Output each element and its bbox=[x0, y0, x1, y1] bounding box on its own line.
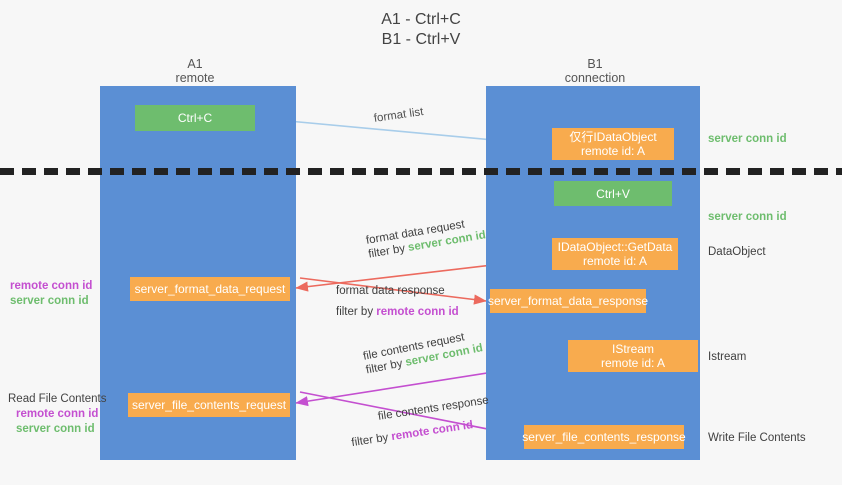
box-server-format-data-request-label: server_format_data_request bbox=[134, 282, 286, 296]
box-idataobject-top[interactable]: 仅行IDataObject remote id: A bbox=[552, 128, 674, 160]
diagram-title: A1 - Ctrl+C B1 - Ctrl+V bbox=[271, 10, 571, 50]
box-istream-line2: remote id: A bbox=[600, 356, 666, 370]
box-getdata-line2: remote id: A bbox=[582, 254, 648, 268]
box-server-file-contents-request-label: server_file_contents_request bbox=[131, 398, 287, 412]
box-ctrl-c-label: Ctrl+C bbox=[177, 111, 213, 125]
label-format-data-response-line1: format data response bbox=[336, 285, 445, 297]
arrow-format-data-response bbox=[299, 277, 487, 305]
label-format-data-response-value: remote conn id bbox=[376, 306, 459, 318]
column-a1-name: A1 bbox=[187, 57, 203, 71]
label-format-data-response-line2: filter by remote conn id bbox=[336, 305, 459, 319]
side-label-read-server: server conn id bbox=[16, 423, 95, 435]
box-istream-line1: IStream bbox=[611, 342, 654, 356]
box-server-file-contents-response[interactable]: server_file_contents_response bbox=[522, 425, 686, 449]
box-server-file-contents-response-label: server_file_contents_response bbox=[522, 430, 686, 444]
title-line-1: A1 - Ctrl+C bbox=[381, 11, 461, 28]
column-b1-role: connection bbox=[564, 71, 626, 85]
label-format-data-response: format data response filter by remote co… bbox=[336, 284, 459, 319]
side-label-write-file-contents: Write File Contents bbox=[708, 432, 806, 444]
side-label-istream: Istream bbox=[708, 351, 747, 363]
box-getdata-line1: IDataObject::GetData bbox=[557, 240, 673, 254]
column-b1-name: B1 bbox=[587, 57, 603, 71]
column-a1-role: remote bbox=[175, 71, 215, 85]
side-label-left-mid: remote conn id server conn id bbox=[10, 279, 92, 309]
box-ctrl-v[interactable]: Ctrl+V bbox=[554, 181, 672, 206]
title-line-2: B1 - Ctrl+V bbox=[381, 31, 461, 48]
label-format-data-response-prefix: filter by bbox=[336, 306, 377, 318]
box-server-file-contents-request[interactable]: server_file_contents_request bbox=[128, 393, 290, 417]
box-istream[interactable]: IStream remote id: A bbox=[568, 340, 698, 372]
side-label-left-mid-server: server conn id bbox=[10, 295, 89, 307]
column-header-a1: A1 remote bbox=[130, 57, 260, 85]
side-label-server-conn-id-top: server conn id bbox=[708, 133, 787, 145]
side-label-read-remote: remote conn id bbox=[16, 408, 99, 420]
box-server-format-data-response-label: server_format_data_response bbox=[487, 294, 649, 308]
box-server-format-data-response[interactable]: server_format_data_response bbox=[487, 289, 649, 313]
box-server-format-data-request[interactable]: server_format_data_request bbox=[130, 277, 290, 301]
box-getdata[interactable]: IDataObject::GetData remote id: A bbox=[552, 238, 678, 270]
side-label-left-mid-remote: remote conn id bbox=[10, 280, 93, 292]
side-label-read-file-contents: Read File Contents remote conn id server… bbox=[8, 392, 106, 437]
side-label-read-file-contents-title: Read File Contents bbox=[8, 393, 107, 405]
box-idataobject-top-line2: remote id: A bbox=[580, 144, 646, 158]
column-header-b1: B1 connection bbox=[530, 57, 660, 85]
side-label-dataobject: DataObject bbox=[708, 246, 766, 258]
phase-divider bbox=[0, 168, 842, 175]
side-label-server-conn-id-mid: server conn id bbox=[708, 211, 787, 223]
box-ctrl-c[interactable]: Ctrl+C bbox=[135, 105, 255, 131]
box-ctrl-v-label: Ctrl+V bbox=[596, 186, 630, 201]
box-idataobject-top-line1: 仅行IDataObject bbox=[569, 130, 657, 144]
